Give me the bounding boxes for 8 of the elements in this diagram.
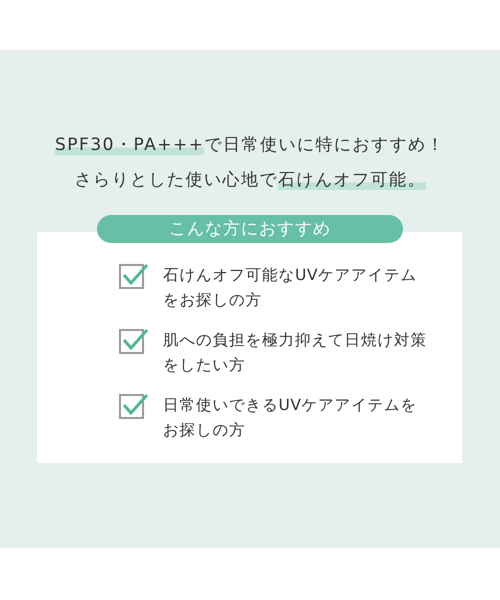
highlighted-text: SPF30・PA+++ (55, 135, 204, 155)
item-text: 石けんオフ可能なUVケアアイテムをお探しの方 (163, 265, 418, 311)
highlighted-text: 石けんオフ可能。 (278, 170, 426, 190)
heading-pill: こんな方におすすめ (97, 215, 403, 243)
headline-text: さらりとした使い心地で (74, 170, 278, 190)
item-text: 肌への負担を極力抑えて日焼け対策をしたい方 (163, 330, 428, 376)
headline-text: で日常使いに特におすすめ！ (204, 135, 445, 155)
item-text: 日常使いできるUVケアアイテムをお探しの方 (163, 395, 418, 441)
